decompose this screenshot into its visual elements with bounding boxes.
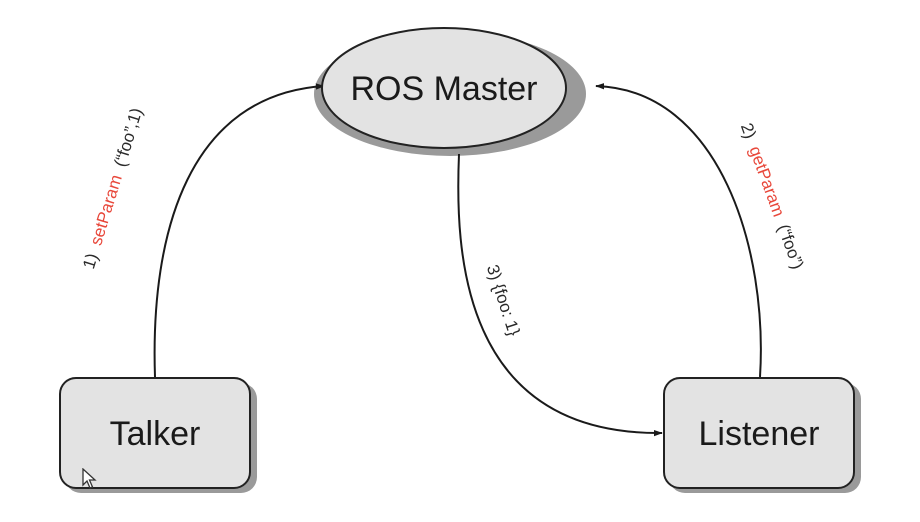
- edge-set-param: [153, 83, 325, 378]
- get-param-function: getParam: [744, 139, 789, 219]
- set-param-step: 1): [79, 251, 102, 271]
- node-talker-label: Talker: [110, 415, 201, 453]
- set-param-args: (“foo”,1): [109, 106, 146, 174]
- mouse-pointer-icon: [82, 468, 97, 489]
- reply-text: 3) {foo: 1}: [483, 262, 524, 338]
- get-param-step: 2): [737, 120, 760, 141]
- node-ros-master: ROS Master: [321, 27, 567, 149]
- node-listener-label: Listener: [699, 415, 820, 453]
- set-param-label: 1) setParam (“foo”,1): [79, 106, 146, 272]
- node-listener: Listener: [663, 377, 855, 489]
- reply-label: 3) {foo: 1}: [483, 262, 524, 338]
- get-param-label: 2) getParam (“foo”): [737, 120, 808, 271]
- edge-get-param: [595, 83, 762, 378]
- get-param-args: (“foo”): [772, 217, 807, 271]
- node-ros-master-label: ROS Master: [350, 70, 537, 108]
- edge-reply: [457, 153, 663, 437]
- node-talker: Talker: [59, 377, 251, 489]
- set-param-function: setParam: [85, 173, 126, 253]
